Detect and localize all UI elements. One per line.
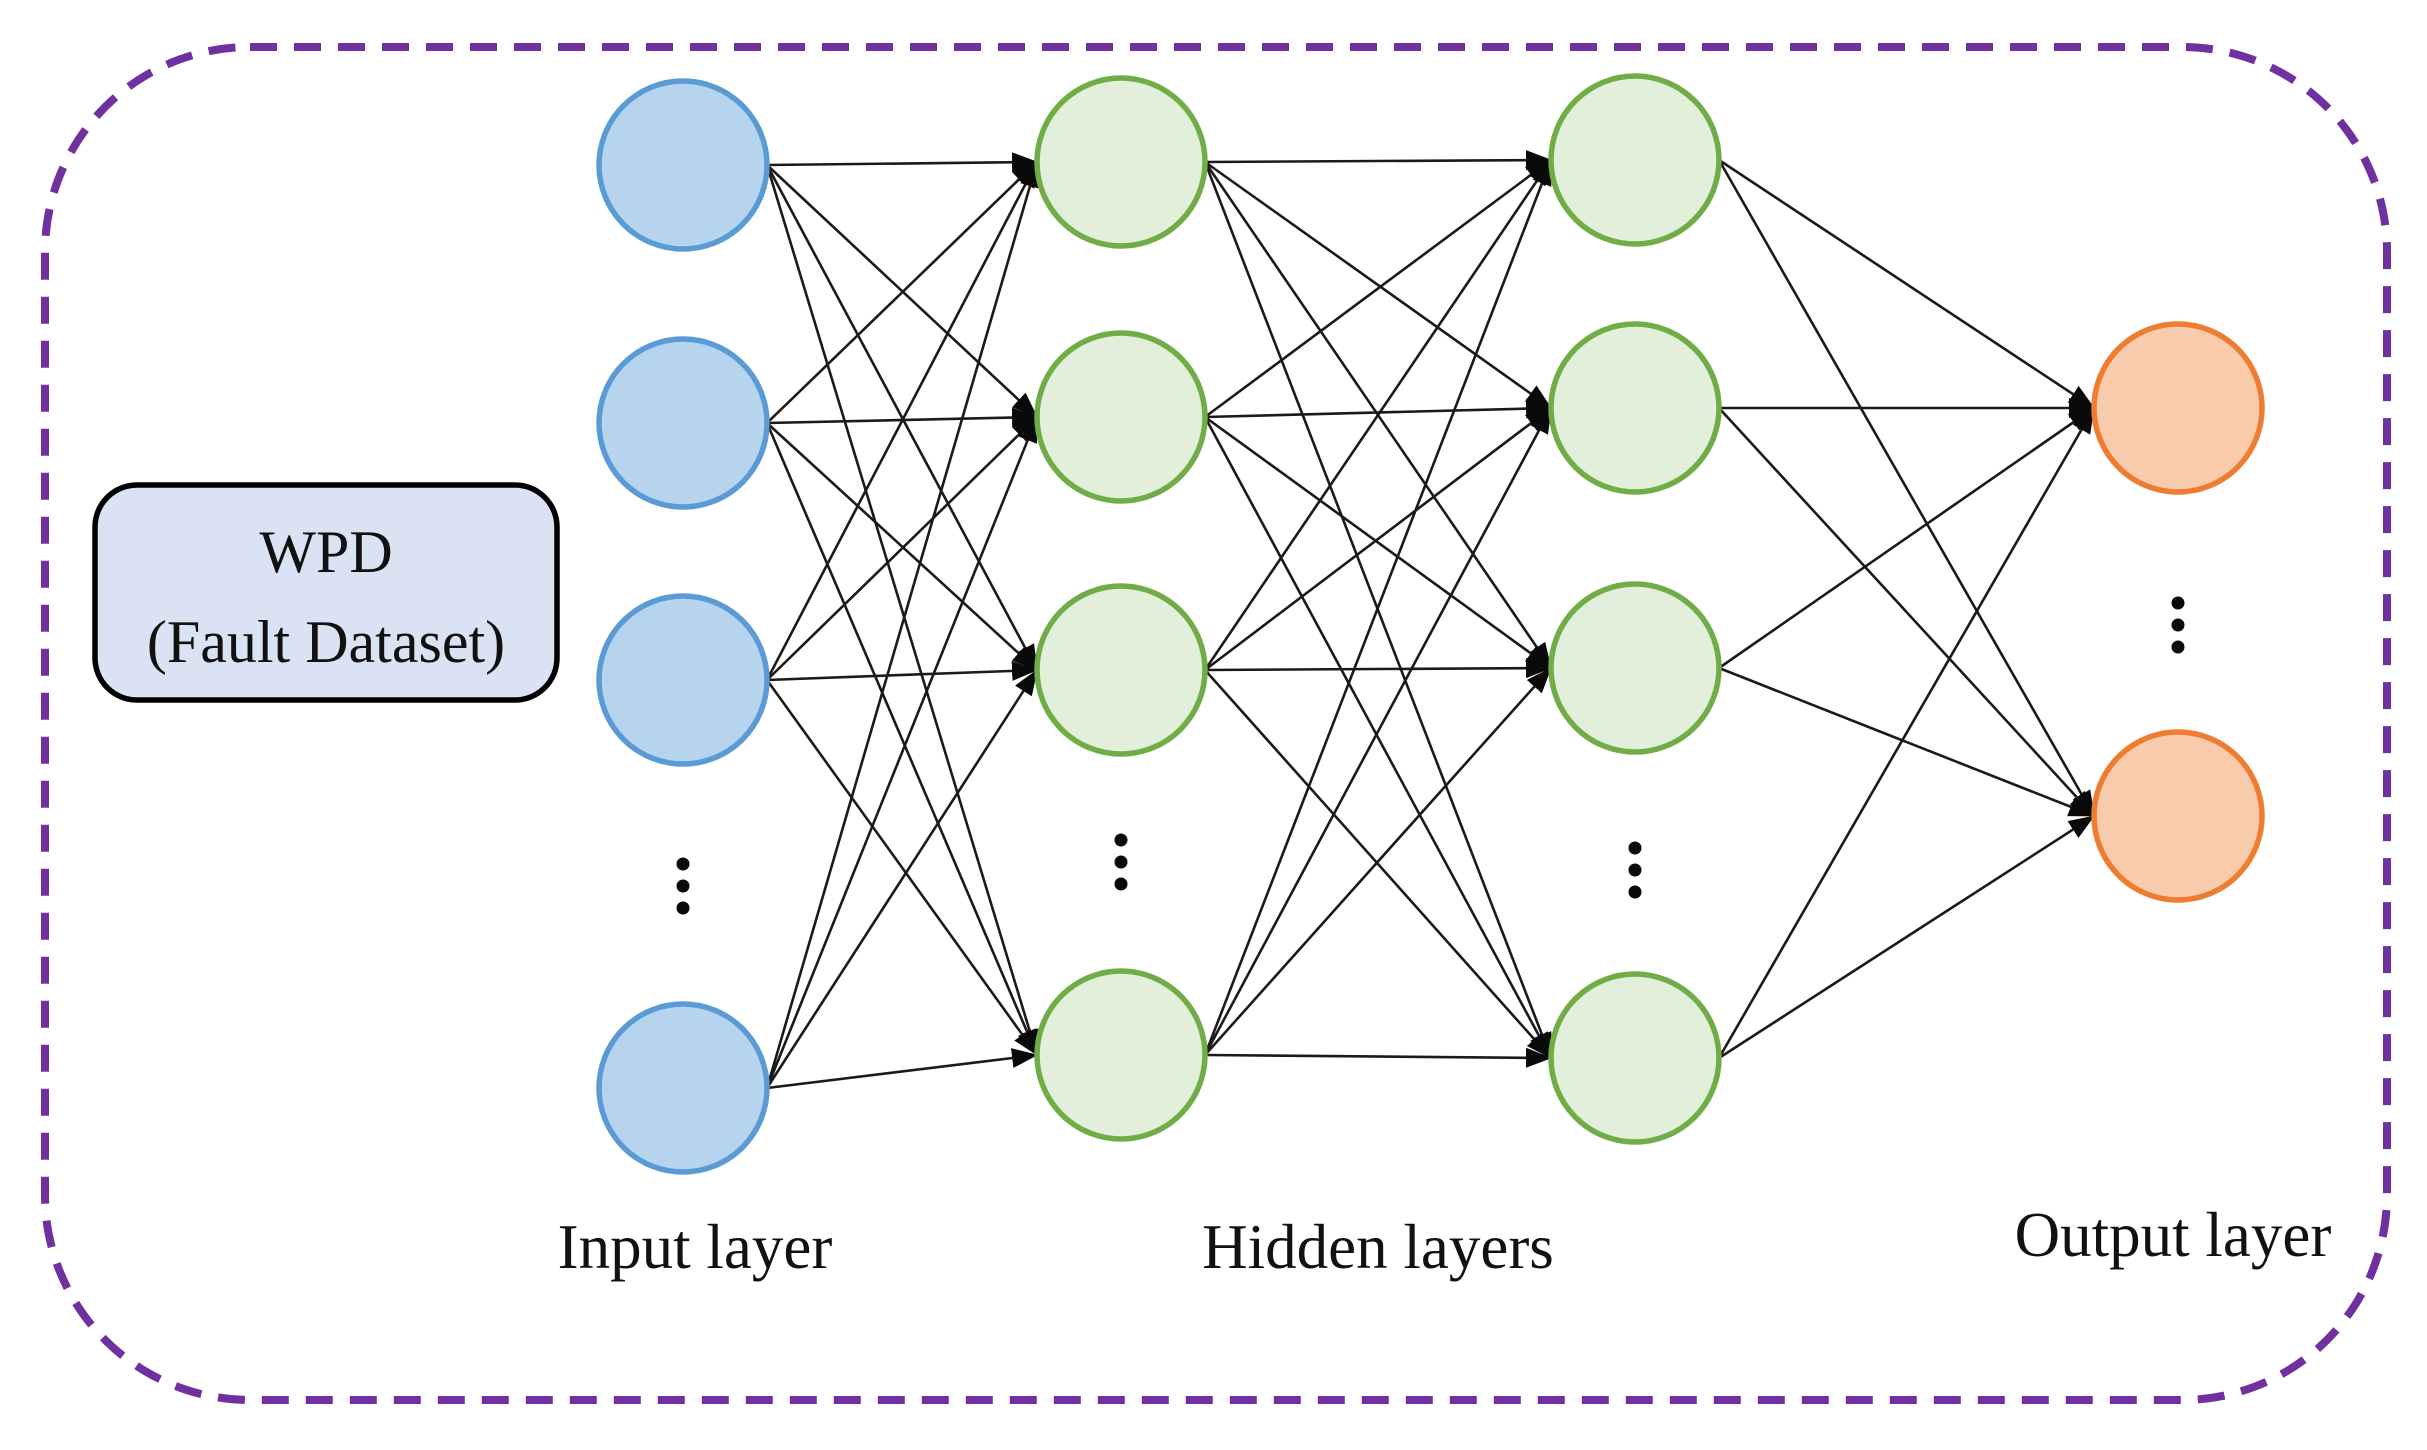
- wpd-box: WPD (Fault Dataset): [92, 482, 560, 703]
- node-output-2: [2091, 729, 2265, 903]
- connection-line: [765, 161, 1040, 1089]
- connection-line: [766, 416, 1038, 681]
- connection-line: [1203, 407, 1553, 1056]
- ellipsis-dot-input: [676, 857, 690, 871]
- connection-line: [1204, 415, 1552, 670]
- ellipsis-dot-hidden2: [1628, 841, 1642, 855]
- ellipsis-dot-hidden1: [1114, 833, 1128, 847]
- connection-line: [1718, 158, 2095, 410]
- connection-line: [1204, 667, 1552, 1056]
- connection-line: [1203, 159, 1553, 1056]
- ellipsis-dot-output: [2171, 640, 2185, 654]
- connection-line: [1718, 666, 2095, 818]
- node-input-2: [596, 336, 770, 510]
- node-hidden2-1: [1548, 73, 1722, 247]
- connection-line: [766, 422, 1038, 671]
- node-hidden1-4: [1034, 968, 1208, 1142]
- node-input-4: [596, 1001, 770, 1175]
- nodes-group: [596, 73, 2265, 1175]
- connection-line: [765, 164, 1039, 671]
- connection-line: [1717, 159, 2096, 817]
- edges-group: [765, 150, 2096, 1090]
- ellipsis-dot-hidden1: [1114, 855, 1128, 869]
- connection-line: [1718, 407, 2095, 817]
- ellipsis-dot-output: [2171, 596, 2185, 610]
- wpd-box-shape: [92, 482, 560, 703]
- node-hidden2-4: [1548, 971, 1722, 1145]
- connection-line: [766, 1048, 1038, 1090]
- wpd-box-subtitle: (Fault Dataset): [147, 609, 505, 675]
- connection-line: [765, 422, 1039, 1056]
- connection-line: [765, 164, 1040, 1056]
- node-hidden2-2: [1548, 321, 1722, 495]
- ellipsis-dot-hidden2: [1628, 885, 1642, 899]
- node-input-3: [596, 593, 770, 767]
- connection-line: [1204, 658, 1552, 679]
- ellipsis-dot-input: [676, 879, 690, 893]
- node-hidden1-3: [1034, 583, 1208, 757]
- node-output-1: [2091, 321, 2265, 495]
- connection-line: [765, 416, 1039, 1089]
- connection-line: [1204, 158, 1552, 419]
- connection-line: [1717, 407, 2096, 1059]
- hidden-layers-label: Hidden layers: [1202, 1212, 1554, 1282]
- ellipsis-dot-output: [2171, 618, 2185, 632]
- connection-line: [765, 161, 1039, 681]
- connection-line: [1203, 159, 1553, 671]
- node-input-1: [596, 78, 770, 252]
- wpd-box-title: WPD: [259, 519, 392, 585]
- ellipsis-dot-input: [676, 901, 690, 915]
- connection-line: [1204, 1047, 1552, 1068]
- connection-line: [1204, 398, 1552, 419]
- connection-line: [1718, 814, 2095, 1060]
- connection-line: [1718, 406, 2095, 670]
- node-hidden2-3: [1548, 581, 1722, 755]
- connection-line: [766, 660, 1038, 682]
- connection-line: [1204, 150, 1552, 171]
- connection-line: [765, 669, 1039, 1089]
- connection-line: [1204, 669, 1552, 1059]
- connection-line: [1203, 416, 1553, 1059]
- connection-line: [766, 161, 1038, 424]
- node-hidden1-2: [1034, 330, 1208, 504]
- node-hidden1-1: [1034, 75, 1208, 249]
- connection-line: [765, 679, 1039, 1056]
- connection-line: [1204, 160, 1552, 410]
- ellipsis-dot-hidden1: [1114, 877, 1128, 891]
- ellipsis-dot-hidden2: [1628, 863, 1642, 877]
- dashed-boundary: [41, 43, 2391, 1404]
- connection-line: [766, 152, 1038, 173]
- output-layer-label: Output layer: [2015, 1200, 2332, 1270]
- input-layer-label: Input layer: [558, 1212, 833, 1282]
- connection-line: [1204, 406, 1552, 672]
